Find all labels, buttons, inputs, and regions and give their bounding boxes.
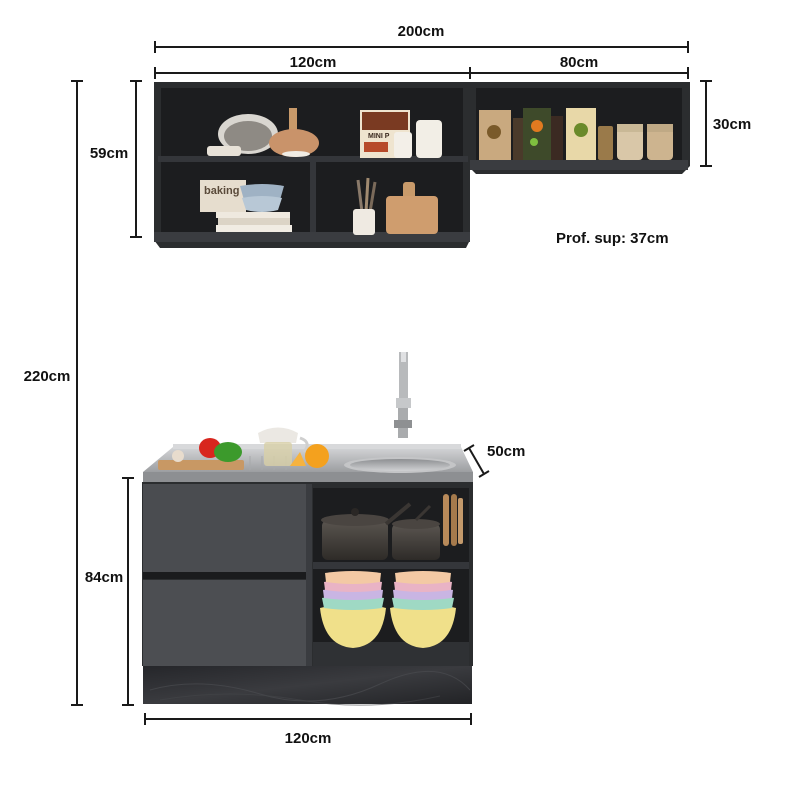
total-height-label: 220cm xyxy=(24,368,71,385)
dimension-lower-height: 84cm xyxy=(85,477,134,706)
stacked-books: baking xyxy=(200,180,292,232)
dimension-lower-width: 120cm xyxy=(144,713,472,747)
juicer-glass xyxy=(258,427,309,466)
cereal-boxes xyxy=(479,108,596,160)
upper-right-cabinet xyxy=(470,82,690,174)
book-title: baking xyxy=(204,185,239,197)
upper-left-shelf xyxy=(158,156,468,162)
plates-stack xyxy=(207,114,278,156)
upper-left-cabinet: MINI P baking xyxy=(154,82,470,248)
cutting-board-vegetables xyxy=(158,438,244,470)
wooden-cutting-board xyxy=(269,108,319,157)
total-width-label: 200cm xyxy=(398,23,445,40)
colored-bowls-right xyxy=(390,571,456,648)
dimension-total-height: 220cm xyxy=(24,80,83,706)
drawer-bottom[interactable] xyxy=(143,580,308,666)
dimension-upper-left-height: 59cm xyxy=(90,80,142,238)
upper-depth-label: Prof. sup: 37cm xyxy=(556,230,669,247)
upper-right-height-label: 30cm xyxy=(713,116,751,133)
dimension-upper-right-height: 30cm xyxy=(700,80,751,167)
upper-left-height-label: 59cm xyxy=(90,145,128,162)
dimension-upper-right-width: 80cm xyxy=(470,54,689,79)
dimension-upper-left-width: 120cm xyxy=(154,54,471,79)
upper-right-width-label: 80cm xyxy=(560,54,598,71)
lower-shelf xyxy=(313,562,469,569)
sink-basin xyxy=(344,457,456,473)
dimension-counter-depth: 50cm xyxy=(463,443,525,478)
drawer-top-handle[interactable] xyxy=(143,572,308,579)
cooking-pot-small xyxy=(392,504,440,560)
lower-cabinet xyxy=(142,427,473,706)
hanging-wooden-utensils xyxy=(443,494,463,546)
small-cutting-board xyxy=(386,182,438,234)
bowl-stack xyxy=(240,184,284,212)
dimension-total-width: 200cm xyxy=(154,23,689,53)
cooking-pot-large xyxy=(321,502,412,560)
cookbook-title: MINI P xyxy=(368,133,390,140)
drawer-top[interactable] xyxy=(143,484,308,572)
spice-jars xyxy=(598,124,673,160)
colored-bowls-left xyxy=(320,571,386,648)
canisters xyxy=(394,120,442,158)
utensil-holder xyxy=(353,177,377,235)
upper-left-divider xyxy=(310,160,316,236)
counter-depth-label: 50cm xyxy=(487,443,525,460)
upper-left-width-label: 120cm xyxy=(290,54,337,71)
faucet xyxy=(394,352,412,438)
oranges xyxy=(290,444,329,468)
lower-width-label: 120cm xyxy=(285,730,332,747)
lower-height-label: 84cm xyxy=(85,569,123,586)
